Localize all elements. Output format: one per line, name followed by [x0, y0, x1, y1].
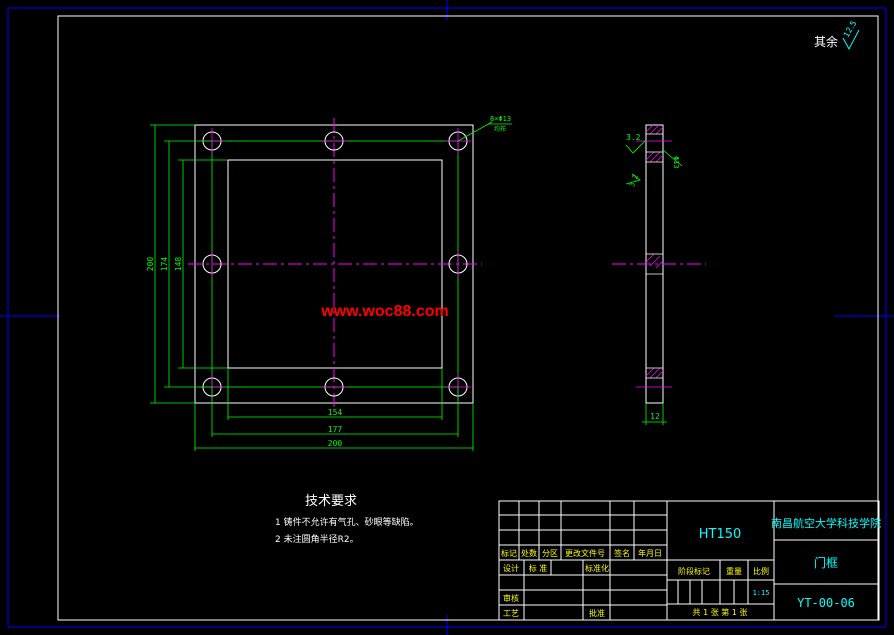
roughness-side-value: 3.2 — [628, 173, 640, 188]
dim-thickness: 12 — [650, 412, 660, 421]
roughness-label: 其余 — [814, 34, 838, 49]
roughness-symbol-icon — [842, 29, 860, 51]
centerlines — [188, 118, 482, 410]
tb-label-weight: 重量 — [726, 566, 742, 576]
dim-chamfer: Φ13 — [672, 156, 680, 169]
hole-callout: 8×Φ13 — [490, 115, 511, 123]
hole-callout-leader — [457, 121, 493, 142]
title-block-text: HT150 南昌航空大学科技学院 门框 YT-00-06 1:15 共 1 张 … — [501, 516, 881, 618]
horizontal-dimensions — [194, 368, 474, 451]
roughness-top-icon — [625, 139, 647, 154]
tech-requirements: 技术要求 1 铸件不允许有气孔、砂眼等缺陷。 2 未注圆角半径R2。 — [275, 494, 419, 545]
tb-label-approve: 批准 — [589, 608, 605, 618]
tb-drawing-no: YT-00-06 — [797, 596, 855, 610]
dim-height-inner: 148 — [174, 257, 183, 272]
dim-width-inner: 154 — [328, 408, 343, 417]
tech-item-1: 1 铸件不允许有气孔、砂眼等缺陷。 — [275, 516, 419, 528]
watermark: www.woc88.com — [320, 303, 448, 320]
tb-label-design: 设计 — [503, 563, 519, 573]
tb-label-scale: 比例 — [753, 566, 769, 576]
tb-label-standardize-1: 标 准 — [529, 563, 548, 573]
tb-part-name: 门框 — [814, 555, 838, 570]
tech-item-2: 2 未注圆角半径R2。 — [275, 533, 359, 545]
vertical-dimensions — [150, 124, 228, 404]
thickness-dimension — [642, 403, 667, 425]
inner-border — [57, 15, 879, 621]
tb-label-signature: 签名 — [614, 548, 630, 558]
front-view: 8×Φ13 均布 200 174 148 1 — [146, 115, 512, 451]
hole-callout-note: 均布 — [494, 125, 506, 133]
side-hatching — [645, 124, 664, 379]
tb-label-stage-mark: 阶段标记 — [678, 566, 710, 576]
roughness-top-value: 3.2 — [626, 133, 641, 142]
tb-material: HT150 — [699, 527, 742, 542]
dim-width-outer: 200 — [328, 439, 343, 448]
dim-height-mid: 174 — [160, 257, 169, 272]
tb-institution: 南昌航空大学科技学院 — [771, 516, 881, 530]
tb-label-date: 年月日 — [638, 548, 662, 558]
chamfer-leader — [662, 149, 683, 167]
tb-label-change-doc: 更改文件号 — [565, 548, 605, 558]
side-view: 12 3.2 3.2 Φ13 — [612, 124, 706, 425]
plate-opening — [227, 159, 443, 369]
tb-scale: 1:15 — [753, 589, 770, 597]
roughness-note: 其余 12.5 — [814, 19, 860, 51]
dim-height-outer: 200 — [146, 257, 155, 272]
tb-label-count: 处数 — [521, 548, 537, 558]
tech-title: 技术要求 — [305, 494, 357, 509]
tb-label-review: 审核 — [503, 593, 519, 603]
side-hole-lines — [646, 133, 663, 379]
tb-label-zone: 分区 — [542, 549, 558, 558]
tb-label-process: 工艺 — [503, 609, 519, 618]
dim-width-mid: 177 — [328, 425, 343, 434]
title-block — [498, 500, 880, 621]
roughness-side-icon — [625, 173, 641, 185]
tb-label-marks: 标记 — [501, 548, 517, 558]
tb-label-standardize-2: 标准化 — [585, 563, 609, 573]
tb-sheets: 共 1 张 第 1 张 — [693, 607, 748, 617]
